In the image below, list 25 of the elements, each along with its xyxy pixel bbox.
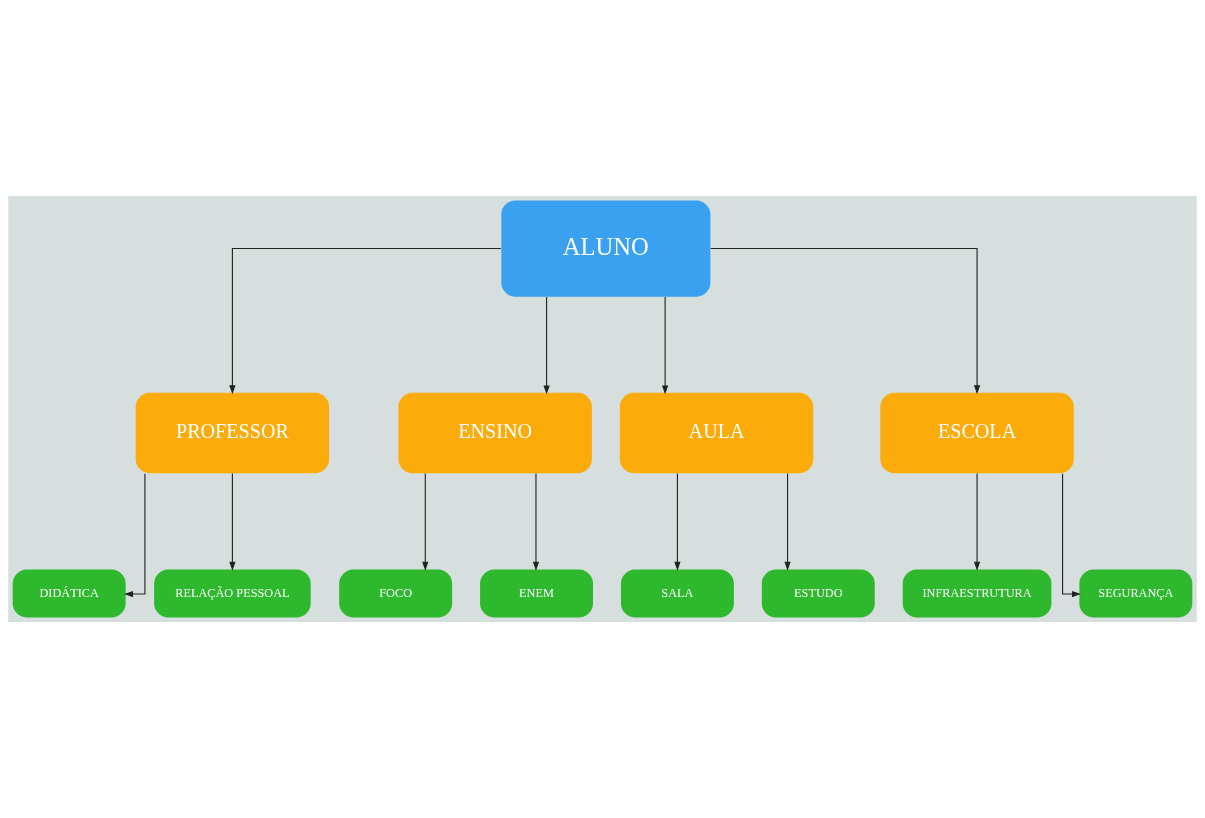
node-box: DIDÁTICA	[12, 569, 126, 618]
node-box: ESCOLA	[880, 392, 1074, 474]
node-box: INFRAESTRUTURA	[902, 569, 1052, 618]
arrow	[124, 473, 146, 598]
node-box: SEGURANÇA	[1079, 569, 1193, 618]
arrow	[422, 472, 429, 571]
arrow	[532, 472, 540, 571]
node-box: PROFESSOR	[135, 392, 330, 474]
node-box: AULA	[619, 392, 814, 474]
arrow	[543, 296, 550, 395]
arrow	[710, 248, 981, 395]
arrow	[973, 472, 981, 571]
arrow	[229, 248, 502, 395]
arrow	[662, 296, 669, 395]
arrow	[229, 472, 236, 571]
node-box: ALUNO	[501, 200, 711, 297]
arrow	[1062, 473, 1081, 598]
node-box: SALA	[620, 569, 734, 618]
arrow	[784, 472, 791, 571]
node-box: ENSINO	[398, 392, 592, 474]
node-box: FOCO	[339, 569, 453, 618]
node-box: ESTUDO	[761, 569, 875, 618]
arrow	[674, 472, 681, 571]
node-box: ENEM	[480, 569, 593, 618]
node-box: RELAÇÃO PESSOAL	[154, 569, 311, 618]
